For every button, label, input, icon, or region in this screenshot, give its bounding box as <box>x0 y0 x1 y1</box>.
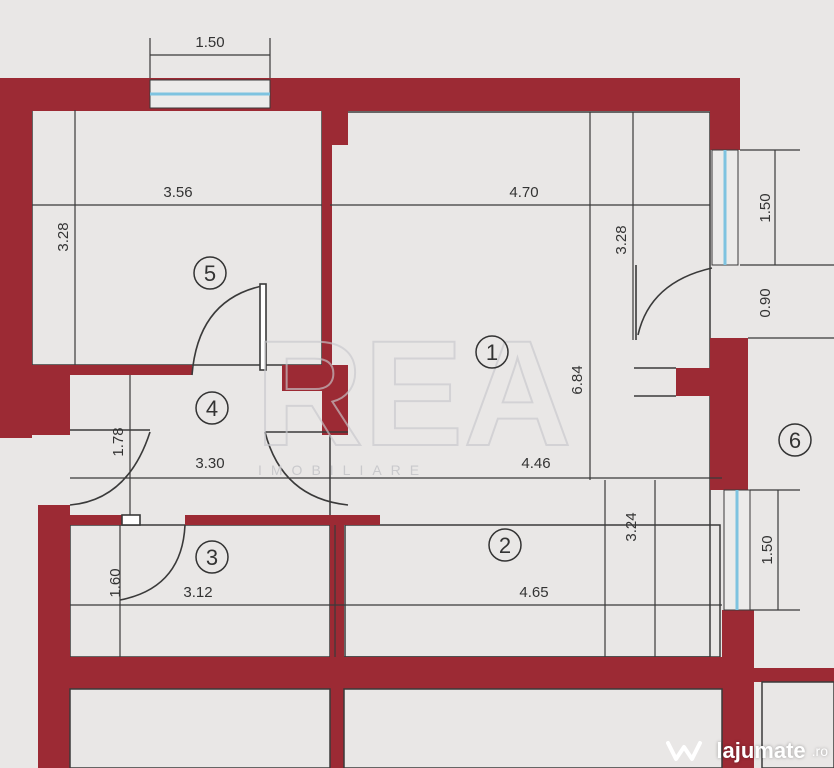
wall-left-stub <box>32 365 70 435</box>
wall-below-divider <box>330 689 344 768</box>
door-room4-right-swing <box>264 431 349 506</box>
room-5-number: 5 <box>204 261 216 286</box>
brand-suffix: .ro <box>811 743 828 759</box>
dim-room4-width: 3.30 <box>195 455 224 472</box>
watermark: REA IMOBILIARE <box>254 308 573 478</box>
wall-right-upper <box>710 78 740 150</box>
walls <box>0 78 834 768</box>
room-3-number: 3 <box>206 545 218 570</box>
dim-room1-total-height: 6.84 <box>569 365 586 394</box>
room-4-circle <box>195 391 229 425</box>
lower-rooms <box>69 681 834 768</box>
wall-room3-top2 <box>185 515 380 525</box>
room-1-circle <box>475 335 509 369</box>
dim-room3-width: 3.12 <box>183 584 212 601</box>
room-6-number: 6 <box>789 428 801 453</box>
dim-room2-width-upper: 4.46 <box>521 455 550 472</box>
w-logo-icon <box>666 741 703 761</box>
wall-left-upper <box>0 78 32 438</box>
dim-room5-height: 3.28 <box>55 222 72 251</box>
room-3-circle <box>195 540 229 574</box>
wall-room3-top <box>70 515 140 525</box>
dim-room1-width: 4.70 <box>509 184 538 201</box>
room-numbers: 5 1 4 6 3 2 <box>204 261 801 570</box>
watermark-text: IMOBILIARE <box>258 462 428 478</box>
dim-window-top: 1.50 <box>195 34 224 51</box>
wall-center-vertical <box>322 365 348 435</box>
dim-room1-upper-height: 3.28 <box>613 225 630 254</box>
room-6-circle <box>778 423 812 457</box>
watermark-logo: REA <box>255 309 572 477</box>
dim-room5-width: 3.56 <box>163 184 192 201</box>
lajumate-logo[interactable]: lajumate .ro <box>666 738 828 764</box>
wall-top <box>0 78 738 111</box>
brand-name: lajumate <box>716 738 806 763</box>
dim-window-right-lower: 1.50 <box>759 535 776 564</box>
wall-bottom-right <box>754 668 834 682</box>
doors <box>69 265 713 601</box>
dim-door-right: 0.90 <box>757 288 774 317</box>
dimension-lines <box>32 38 834 657</box>
door-entrance-swing <box>637 267 713 336</box>
wall-room5-bottom <box>32 365 192 375</box>
dim-room2-height: 3.24 <box>623 512 640 541</box>
room-labels <box>193 256 812 574</box>
wall-bottom <box>38 657 754 689</box>
room-1-number: 1 <box>486 340 498 365</box>
wall-right-jamb <box>710 338 748 490</box>
door-room5-swing <box>191 285 263 376</box>
room-4-number: 4 <box>206 396 218 421</box>
wall-room5-notch <box>322 111 348 145</box>
wall-room3-right <box>330 525 344 689</box>
door-room3-swing <box>119 524 186 601</box>
wall-left-lower <box>38 505 70 768</box>
room-5-circle <box>193 256 227 290</box>
room-2-circle <box>488 528 522 562</box>
wall-room5-right <box>322 111 332 386</box>
dim-room4-height: 1.78 <box>110 427 127 456</box>
dim-room3-height: 1.60 <box>107 568 124 597</box>
wall-right-stub <box>676 368 748 396</box>
windows <box>149 79 751 611</box>
dim-room2-width-lower: 4.65 <box>519 584 548 601</box>
door-room4-left-swing <box>69 431 151 506</box>
room-2-number: 2 <box>499 533 511 558</box>
dim-window-right-upper: 1.50 <box>757 193 774 222</box>
dimension-labels: 1.50 3.56 3.28 4.70 3.28 6.84 1.50 0.90 … <box>55 34 776 601</box>
